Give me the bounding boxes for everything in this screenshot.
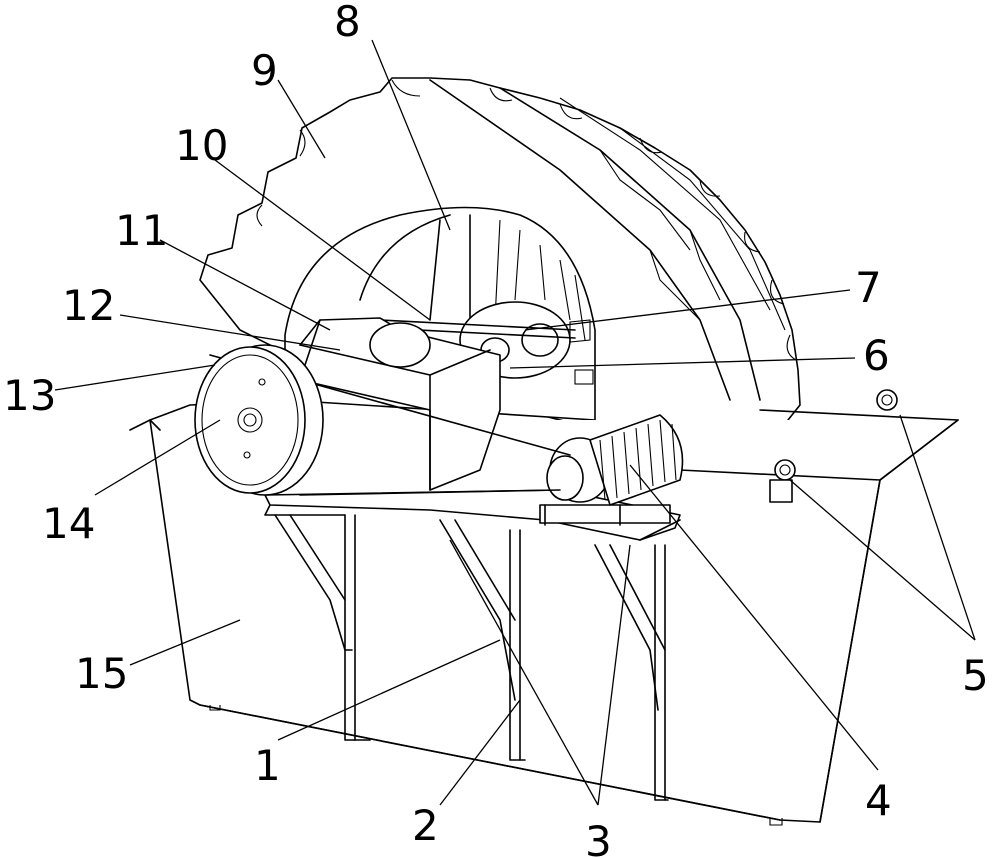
label-6: 6 xyxy=(863,331,890,380)
label-13: 13 xyxy=(3,371,56,420)
label-9: 9 xyxy=(251,46,278,95)
pulley xyxy=(195,345,323,495)
label-4: 4 xyxy=(865,776,892,825)
label-2: 2 xyxy=(412,801,439,850)
label-10: 10 xyxy=(175,121,228,170)
label-15: 15 xyxy=(75,649,128,698)
label-14: 14 xyxy=(42,499,95,548)
label-7: 7 xyxy=(855,263,882,312)
label-1: 1 xyxy=(254,741,281,790)
label-11: 11 xyxy=(115,206,168,255)
label-3: 3 xyxy=(585,817,612,858)
label-12: 12 xyxy=(62,281,115,330)
label-8: 8 xyxy=(334,0,361,46)
label-5: 5 xyxy=(962,651,989,700)
